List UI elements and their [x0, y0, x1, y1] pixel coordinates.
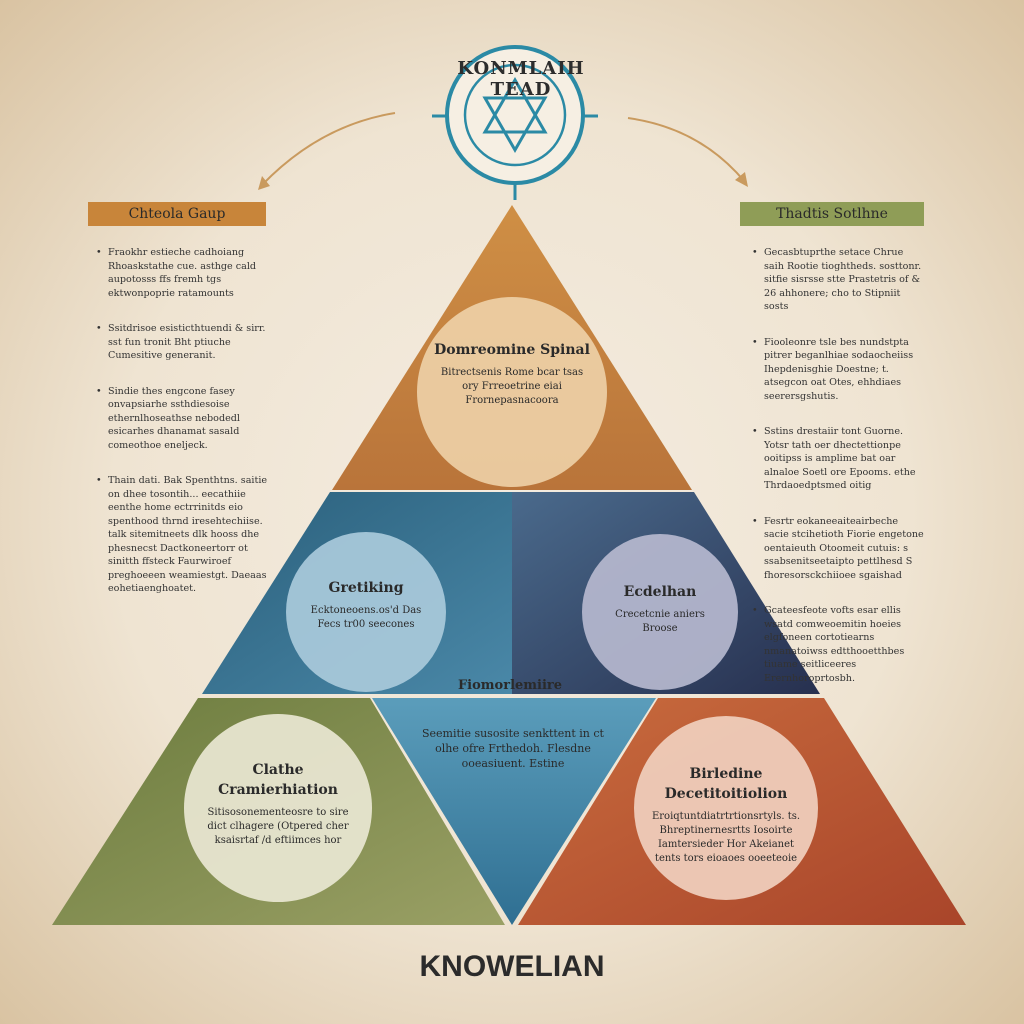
- mid-left-circle-content: Gretiking Ecktoneoens.os'd Das Fecs tr00…: [302, 578, 430, 632]
- left-panel-header: Chteola Gaup: [88, 202, 266, 226]
- right-bullet-1: Gecasbtuprthe setace Chrue saih Rootie t…: [752, 246, 924, 314]
- top-circle: [417, 297, 607, 487]
- bottom-left-circle: [184, 714, 372, 902]
- right-bullet-5: Gcateesfeote vofts esar ellis wsatd comw…: [752, 604, 924, 685]
- top-circle-content: Domreomine Spinal Bitrectsenis Rome bcar…: [432, 340, 592, 408]
- center-inverted-triangle: [372, 698, 656, 925]
- mid-left-circle: [286, 532, 446, 692]
- right-bullet-2: Fiooleonre tsle bes nundstpta pitrer beg…: [752, 336, 924, 404]
- band-label: Fiomorlemiire: [457, 678, 563, 693]
- mid-right-circle-title: Ecdelhan: [623, 584, 697, 600]
- bottom-left-circle-content: Clathe Cramierhiation Sitisosonementeosr…: [200, 760, 356, 848]
- left-bullet-2: Ssitdrisoe esisticthtuendi & sirr. sst f…: [96, 322, 268, 363]
- bottom-right-circle-content: Birledine Decetitoitiolion Eroiqtuntdiat…: [646, 764, 806, 866]
- top-circle-title: Domreomine Spinal: [434, 342, 590, 358]
- seal-title: KONMLAIH TEAD: [457, 58, 585, 100]
- top-circle-body: Bitrectsenis Rome bcar tsas ory Frreoetr…: [440, 367, 584, 406]
- left-bullet-3: Sindie thes engcone fasey onvapsiarhe ss…: [96, 385, 268, 453]
- bottom-left-circle-body: Sitisosonementeosre to sire dict clhager…: [207, 807, 349, 846]
- seal-emblem: [432, 45, 598, 200]
- right-panel-header: Thadtis Sotlhne: [740, 202, 924, 226]
- arrow-right: [627, 117, 748, 187]
- left-bullet-list: Fraokhr estieche cadhoiang Rhoaskstathe …: [96, 246, 268, 618]
- center-triangle-text: Seemitie susosite senkttent in ct olhe o…: [422, 727, 604, 770]
- main-title: KNOWELIAN: [419, 950, 605, 983]
- right-bullet-3: Sstins drestaiir tont Guorne. Yotsr tath…: [752, 425, 924, 493]
- mid-right-circle: [582, 534, 738, 690]
- right-bullet-list: Gecasbtuprthe setace Chrue saih Rootie t…: [752, 246, 924, 707]
- bottom-left-circle-title: Clathe Cramierhiation: [218, 762, 338, 798]
- mid-left-circle-title: Gretiking: [328, 580, 404, 596]
- left-bullet-4: Thain dati. Bak Spenthtns. saitie on dhe…: [96, 474, 268, 596]
- bottom-right-circle-body: Eroiqtuntdiatrtrtionsrtyls. ts. Bhreptin…: [651, 811, 801, 864]
- right-bullet-4: Fesrtr eokaneeaiteairbeche sacie stcihet…: [752, 515, 924, 583]
- mid-left-circle-body: Ecktoneoens.os'd Das Fecs tr00 seecones: [310, 605, 422, 630]
- star-of-david-icon: [482, 76, 548, 154]
- bottom-right-circle: [634, 716, 818, 900]
- mid-right-circle-content: Ecdelhan Crecetcnie aniers Broose: [598, 582, 722, 636]
- arrow-left: [258, 112, 396, 190]
- left-bullet-1: Fraokhr estieche cadhoiang Rhoaskstathe …: [96, 246, 268, 300]
- bottom-right-circle-title: Birledine Decetitoitiolion: [664, 766, 788, 802]
- mid-right-circle-body: Crecetcnie aniers Broose: [615, 609, 705, 634]
